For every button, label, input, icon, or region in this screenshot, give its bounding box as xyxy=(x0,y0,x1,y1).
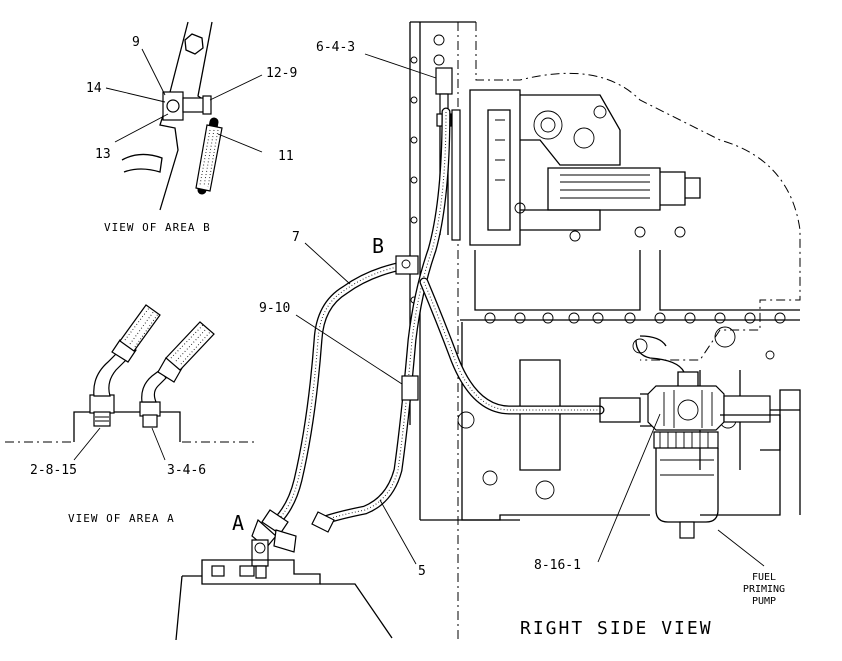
leader-6-4-3 xyxy=(364,53,437,79)
leader-2-8-15 xyxy=(73,427,101,461)
pump-note-line-1: FUEL xyxy=(752,572,776,583)
area-b-clamp-main xyxy=(395,255,419,401)
hose-7 xyxy=(273,260,411,525)
fuel-filter-assembly xyxy=(599,335,800,539)
callout-6-4-3: 6-4-3 xyxy=(316,40,355,55)
base-bracket xyxy=(175,559,393,641)
area-a-view: 2-8-15 3-4-6 VIEW OF AREA A xyxy=(5,304,255,525)
area-b-hose-texture xyxy=(199,129,219,188)
area-a-left-hose xyxy=(119,304,161,352)
area-a-right-thread xyxy=(142,414,158,428)
area-b-clamp xyxy=(121,153,163,173)
callout-2-8-15: 2-8-15 xyxy=(30,463,77,478)
leader-14 xyxy=(105,87,166,103)
callout-14: 14 xyxy=(86,81,102,96)
leader-12-9 xyxy=(209,74,263,101)
area-a-caption: VIEW OF AREA A xyxy=(68,512,175,525)
leader-3-4-6 xyxy=(151,427,166,461)
leader-7 xyxy=(304,242,351,285)
pump-note-line-3: PUMP xyxy=(752,596,776,607)
area-a-left-nut xyxy=(89,394,115,414)
area-a-marker: A xyxy=(232,511,244,535)
callout-11: 11 xyxy=(278,149,294,164)
main-caption: RIGHT SIDE VIEW xyxy=(520,618,713,639)
engine-mid-panel xyxy=(474,250,800,311)
area-b-connector-nut xyxy=(202,95,212,115)
block-bolts xyxy=(457,202,786,500)
callout-3-4-6: 3-4-6 xyxy=(167,463,206,478)
pump-note-line-2: PRIMING xyxy=(743,584,785,595)
leader-13 xyxy=(114,113,169,143)
area-b-fitting-nut xyxy=(166,99,180,113)
engine-outline xyxy=(475,22,801,361)
leader-9-10 xyxy=(295,314,403,385)
injection-pump xyxy=(469,89,701,246)
area-a-right-hose xyxy=(165,321,215,371)
area-b-caption: VIEW OF AREA B xyxy=(104,221,211,234)
area-b-hose-body xyxy=(195,124,223,192)
callout-5: 5 xyxy=(418,564,426,579)
area-a-right-nut xyxy=(139,401,161,417)
area-a-left-crimp xyxy=(111,339,137,363)
area-b-hex-bolt xyxy=(184,33,204,55)
area-a-left-elbow xyxy=(93,351,127,397)
area-b-connector xyxy=(182,97,206,113)
callout-7: 7 xyxy=(292,230,300,245)
area-b-view: 9 14 13 12-9 11 VIEW OF AREA B xyxy=(86,21,297,234)
area-b-bracket-right-edge xyxy=(197,21,213,101)
area-b-marker: B xyxy=(372,234,384,258)
area-a-left-thread xyxy=(93,411,111,427)
engine-side-view: 6-4-3 7 9-10 5 8-16-1 B A FUEL PRIMING P… xyxy=(175,21,801,641)
callout-8-16-1: 8-16-1 xyxy=(534,558,581,573)
hose-9-10 xyxy=(320,107,451,525)
hose-5 xyxy=(419,277,605,415)
hose-end-fittings xyxy=(251,509,335,579)
callout-9-10: 9-10 xyxy=(259,301,290,316)
area-a-right-elbow xyxy=(141,369,167,403)
leader-fuel-priming-pump xyxy=(717,529,765,567)
area-a-block xyxy=(73,411,181,442)
leader-9 xyxy=(141,48,166,96)
callout-9: 9 xyxy=(132,35,140,50)
leader-8-16-1 xyxy=(597,413,661,563)
leader-11 xyxy=(217,133,263,153)
callout-13: 13 xyxy=(95,147,111,162)
leader-5 xyxy=(379,499,417,565)
callout-12-9: 12-9 xyxy=(266,66,297,81)
area-b-bracket-left-edge xyxy=(159,21,189,211)
